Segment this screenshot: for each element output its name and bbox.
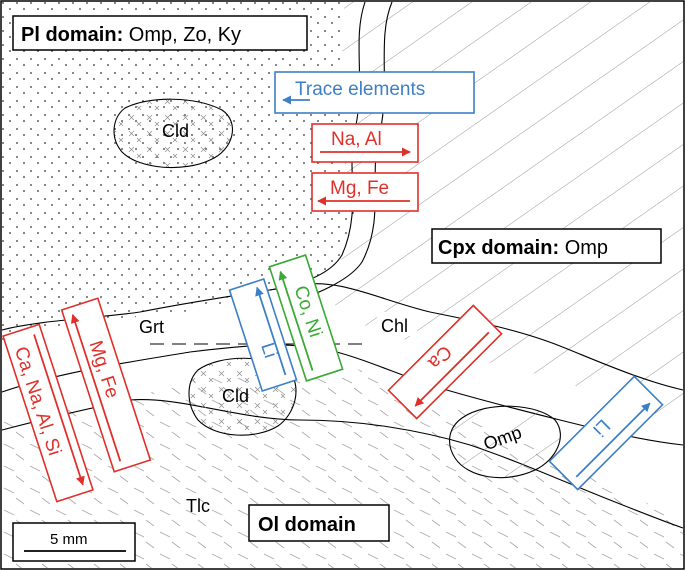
cld-grain-top (113, 98, 233, 169)
arrow-mg-fe-top-label: Mg, Fe (330, 178, 389, 199)
svg-text:Grt: Grt (139, 317, 164, 337)
pl-domain-region (2, 2, 355, 340)
svg-text:Cpx domain: Omp: Cpx domain: Omp (438, 237, 608, 259)
arrow-trace-elements: Trace elements (274, 71, 475, 114)
ol-domain-region (2, 360, 683, 568)
arrow-na-al: Na, Al (311, 123, 419, 163)
arrow-li-left-label: Li (256, 340, 281, 361)
mineral-label-cld-bottom: Cld (222, 386, 249, 406)
mineral-label-grt: Grt (136, 314, 172, 338)
cpx-domain-name: Cpx domain: (438, 237, 559, 259)
cpx-domain-label: Cpx domain: Omp (431, 228, 662, 264)
scale-bar: 5 mm (12, 522, 136, 562)
omp-grain (449, 405, 561, 479)
mineral-label-chl: Chl (377, 312, 417, 336)
pl-domain-label: Pl domain: Omp, Zo, Ky (12, 15, 308, 51)
pl-domain-name: Pl domain: (21, 24, 123, 46)
boundary-lower (1, 344, 684, 446)
svg-text:Pl domain: Omp, Zo, Ky: Pl domain: Omp, Zo, Ky (21, 24, 241, 46)
cpx-domain-minerals: Omp (565, 237, 608, 259)
mineral-label-cld-top: Cld (162, 121, 189, 141)
arrow-li-left: Li (228, 278, 298, 392)
ol-domain-name: Ol domain (258, 514, 356, 536)
scale-bar-label: 5 mm (50, 531, 88, 548)
mineral-label-tlc: Tlc (186, 496, 210, 516)
arrow-trace-elements-label: Trace elements (295, 79, 425, 100)
arrow-ca-na-al-si: Ca, Na, Al, Si (2, 323, 94, 503)
svg-text:Chl: Chl (381, 316, 408, 336)
ol-domain-label: Ol domain (248, 504, 390, 542)
boundary-upper (1, 283, 684, 391)
arrow-mg-fe-top: Mg, Fe (311, 172, 419, 212)
arrow-na-al-label: Na, Al (331, 129, 382, 150)
pl-domain-minerals: Omp, Zo, Ky (129, 24, 241, 46)
arrow-li-right: Li (548, 375, 664, 491)
